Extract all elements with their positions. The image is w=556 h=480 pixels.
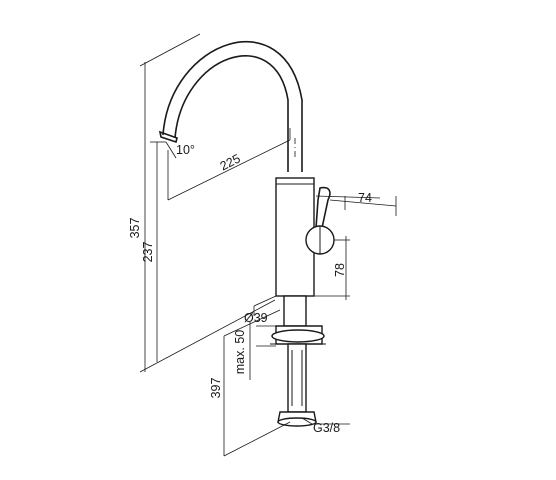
dimension-labels: 357 237 10° 225 74 78 Ø39 max. 50 397 G3… xyxy=(128,143,372,435)
label-body-diameter: Ø39 xyxy=(244,311,268,325)
faucet-outline xyxy=(158,41,335,427)
label-lever-reach: 74 xyxy=(358,191,372,205)
label-spout-height: 237 xyxy=(141,242,155,263)
label-lever-height: 78 xyxy=(333,263,347,277)
label-thread: G3/8 xyxy=(313,421,340,435)
label-total-height: 357 xyxy=(128,218,142,239)
dimension-lines xyxy=(139,33,397,457)
label-spout-reach: 225 xyxy=(218,151,243,173)
label-spout-angle: 10° xyxy=(176,143,195,157)
label-max-thickness: max. 50 xyxy=(233,330,247,375)
label-shank-length: 397 xyxy=(209,378,223,399)
